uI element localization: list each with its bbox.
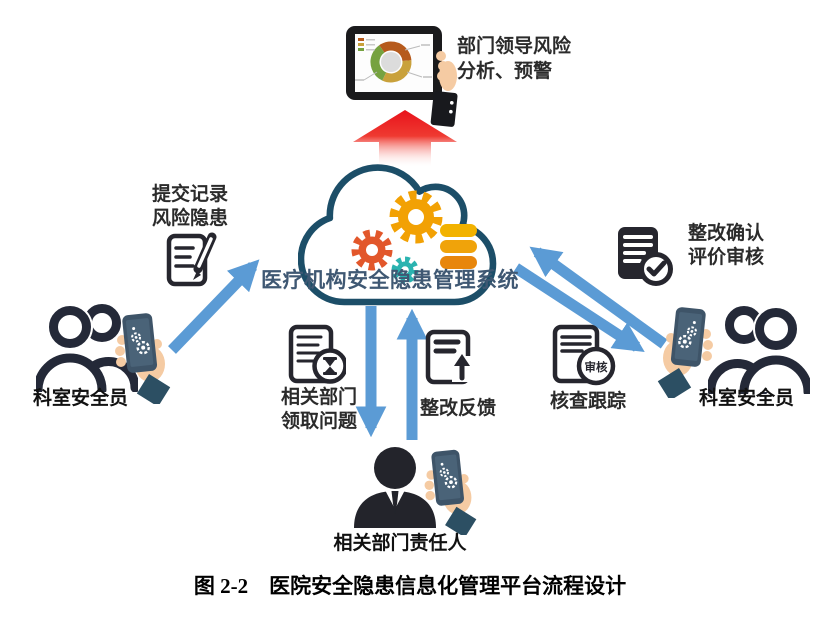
- claim-text-line1: 相关部门: [280, 387, 357, 408]
- track-audit-doc-icon: 审核: [552, 324, 618, 390]
- chart-legend-icon: [358, 38, 375, 51]
- system-label: 医疗机构安全隐患管理系统: [261, 269, 519, 292]
- confirm-text-line1: 整改确认: [688, 223, 765, 244]
- alert-up-arrow: [353, 110, 457, 168]
- leader-text-line2: 分析、预警: [457, 61, 553, 82]
- gear-teal-icon: [391, 256, 419, 284]
- tablet-dashboard: [344, 22, 474, 128]
- confirm-text-line2: 评价审核: [688, 247, 765, 268]
- right-staff-icon: [708, 300, 810, 394]
- submit-text-line1: 提交记录: [152, 184, 229, 205]
- bottom-actor-label: 相关部门责任人: [333, 533, 467, 554]
- figure-caption: 图 2-2 医院安全隐患信息化管理平台流程设计: [193, 574, 627, 598]
- gear-yellow-icon: [389, 190, 443, 244]
- confirm-check-doc-icon: [614, 224, 674, 288]
- right-actor-label: 科室安全员: [699, 388, 795, 409]
- left-actor-label: 科室安全员: [33, 388, 129, 409]
- submit-arrow: [168, 259, 260, 354]
- pencil-icon: [193, 232, 217, 280]
- submit-text-line2: 风险隐患: [152, 208, 229, 229]
- cloud-system-icon: [298, 162, 498, 314]
- leader-text-line1: 部门领导风险: [457, 36, 572, 57]
- bottom-phone-hand-icon: [418, 442, 478, 536]
- chart-callouts: [363, 45, 423, 81]
- track-arrow: [512, 263, 645, 353]
- gear-orange-icon: [351, 229, 393, 271]
- feedback-text: 整改反馈: [420, 398, 497, 419]
- claim-hourglass-doc-icon: [288, 324, 346, 388]
- record-pencil-icon: [166, 230, 220, 290]
- feedback-doc-icon: [424, 328, 482, 390]
- holding-hand-icon: [430, 51, 458, 127]
- claim-text-line2: 领取问题: [280, 411, 357, 432]
- track-text: 核查跟踪: [550, 391, 627, 412]
- audit-stamp-text: 审核: [585, 360, 608, 374]
- check-icon: [646, 260, 667, 277]
- donut-chart-icon: [370, 41, 412, 83]
- upload-arrow-icon: [454, 354, 470, 381]
- database-icon: [440, 224, 477, 269]
- hourglass-icon: [323, 357, 337, 375]
